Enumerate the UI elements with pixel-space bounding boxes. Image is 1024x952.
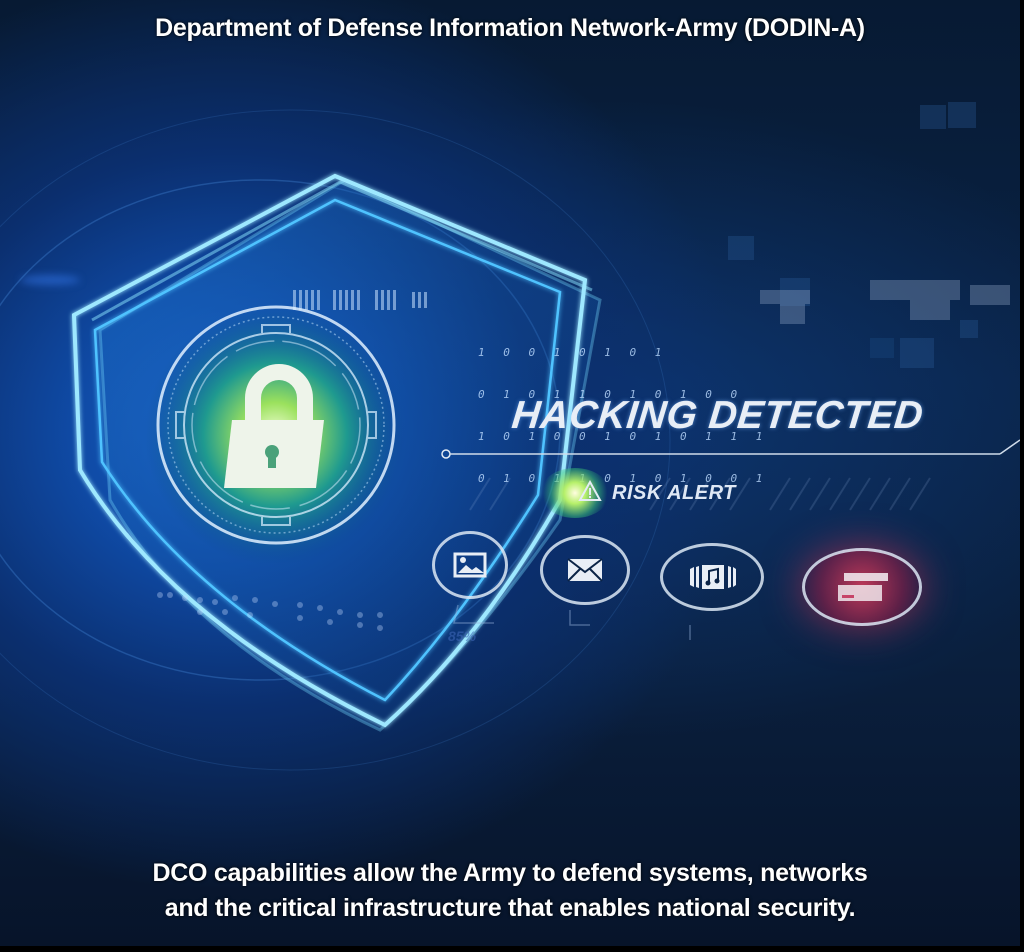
binary-code: 1 0 0 1 0 1 0 1 0 1 0 1 1 0 1 0 1 0 0 1 … — [478, 318, 768, 514]
image-icon — [453, 552, 487, 578]
alert-flare — [540, 468, 610, 518]
deco-square — [900, 338, 934, 368]
gauge-percent: 85% — [448, 628, 477, 644]
deco-square — [960, 320, 978, 338]
caption-line-2: and the critical infrastructure that ena… — [164, 894, 856, 922]
caption-line-1: DCO capabilities allow the Army to defen… — [152, 859, 868, 887]
deco-square — [870, 338, 894, 358]
binary-row: 1 0 1 0 0 1 0 1 0 1 1 1 — [478, 430, 769, 443]
deco-square — [728, 236, 754, 260]
mail-icon-button — [540, 535, 630, 605]
credit-card-icon — [838, 573, 888, 601]
mail-icon — [567, 558, 603, 582]
binary-row: 1 0 0 1 0 1 0 1 — [478, 346, 668, 359]
credit-card-icon-button — [802, 548, 922, 626]
music-file-icon — [690, 565, 736, 589]
world-map-dots — [760, 280, 1010, 324]
binary-row: 0 1 0 1 1 0 1 0 1 0 0 — [478, 388, 744, 401]
warning-icon — [578, 480, 602, 501]
light-streak — [20, 275, 80, 285]
deco-square — [948, 102, 976, 128]
caption: DCO capabilities allow the Army to defen… — [0, 856, 1020, 926]
deco-square — [780, 278, 810, 306]
risk-alert-label: RISK ALERT — [612, 482, 736, 504]
music-file-icon-button — [660, 543, 764, 611]
binary-row: 0 1 0 1 1 0 1 0 1 0 0 1 — [478, 472, 769, 485]
deco-square — [920, 105, 946, 129]
image-icon-button — [432, 531, 508, 599]
page-title: Department of Defense Information Networ… — [155, 14, 865, 42]
hacking-detected-heading: HACKING DETECTED — [509, 394, 926, 437]
